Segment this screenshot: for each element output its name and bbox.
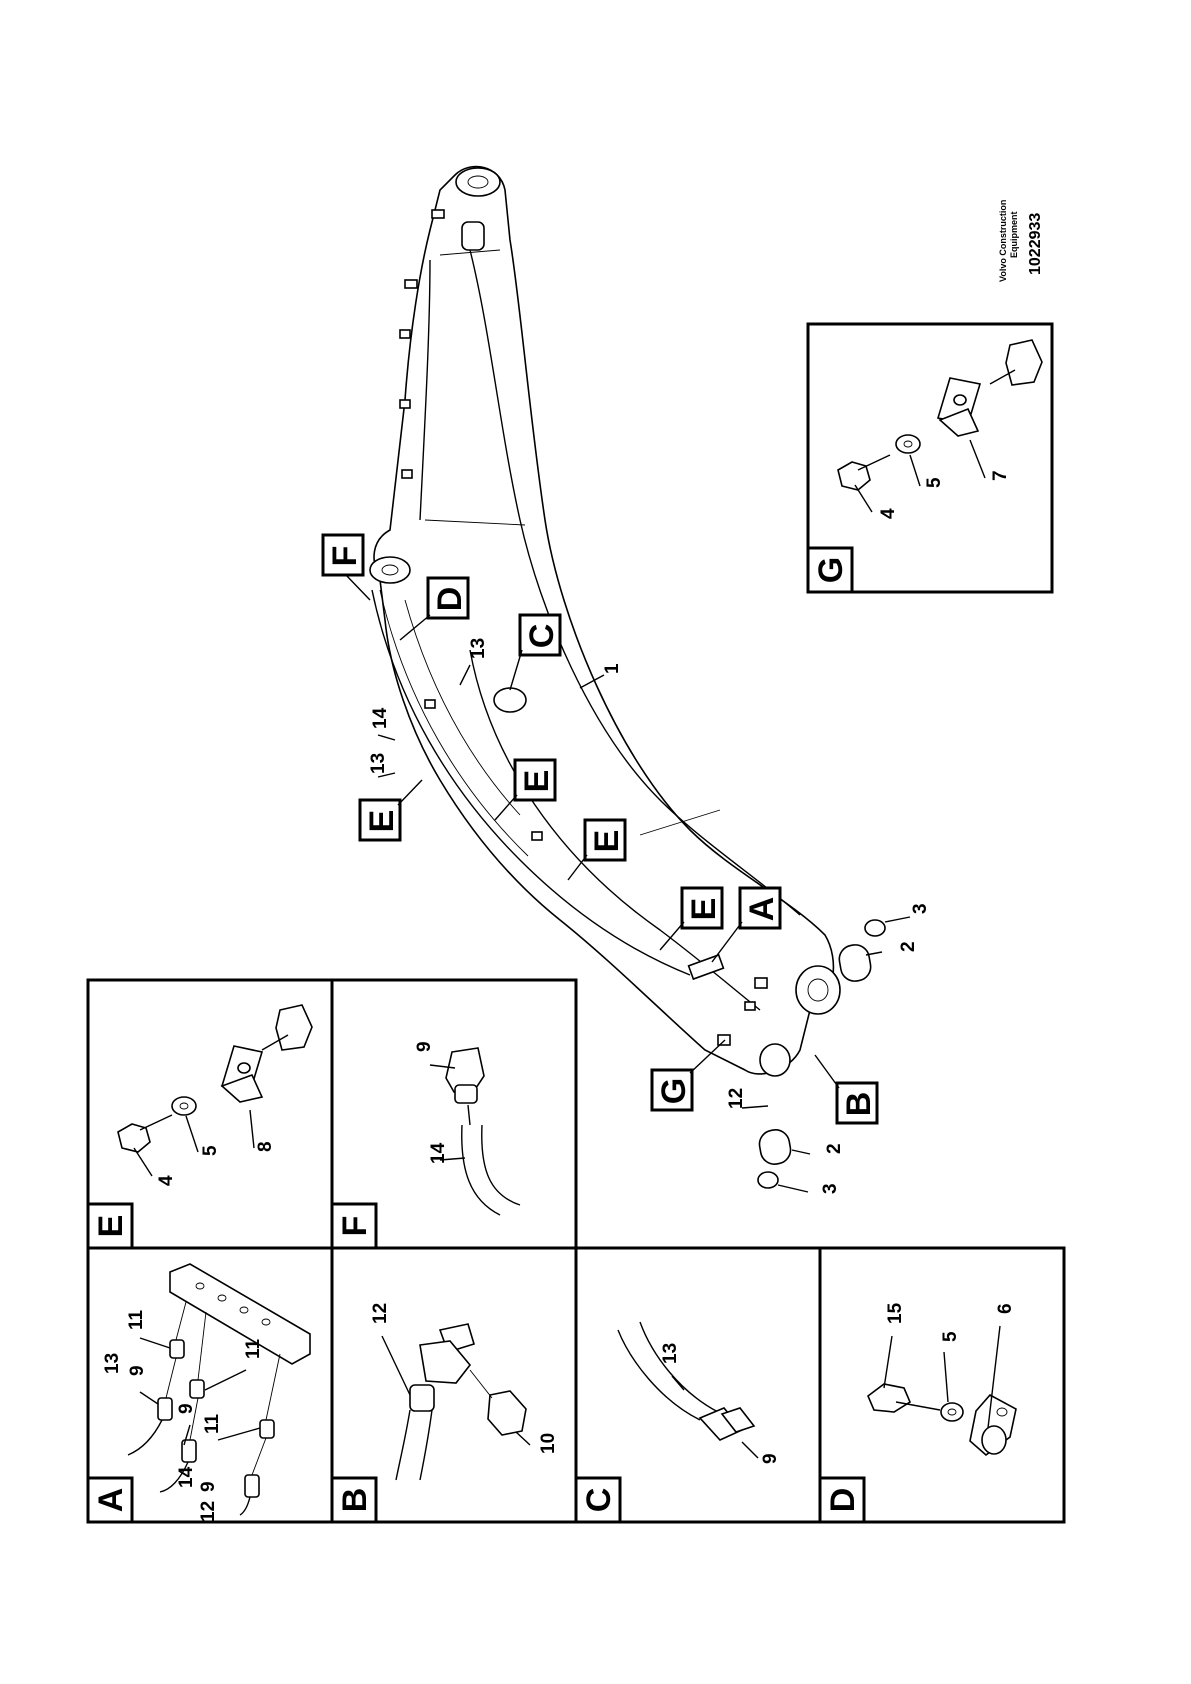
svg-text:C: C [523, 624, 561, 649]
bushing-upper [838, 919, 886, 982]
boom-illustration [369, 165, 841, 1077]
detail-panel-F: F 9 14 [330, 1041, 521, 1250]
callout-box-E3: E [567, 818, 627, 881]
svg-text:1: 1 [602, 663, 623, 674]
callout-box-E1: E [358, 779, 423, 842]
callout-box-E2: E [494, 758, 557, 821]
svg-text:E: E [363, 810, 401, 833]
svg-text:11: 11 [243, 1338, 264, 1359]
svg-text:D: D [431, 587, 469, 612]
main-callouts: F D C E E E E A G B [321, 533, 879, 1125]
svg-text:9: 9 [127, 1365, 148, 1376]
svg-text:12: 12 [198, 1501, 219, 1522]
callout-box-B: B [814, 1054, 879, 1125]
svg-text:5: 5 [924, 477, 945, 488]
caption: Volvo Construction Equipment 1022933 [998, 200, 1044, 282]
svg-text:2: 2 [824, 1143, 845, 1154]
svg-text:E: E [92, 1215, 130, 1238]
svg-text:D: D [824, 1488, 862, 1513]
callout-box-C: C [509, 613, 562, 691]
svg-text:A: A [743, 897, 781, 922]
detail-panel-E: E 4 5 8 [86, 1004, 313, 1250]
svg-text:2: 2 [898, 941, 919, 952]
svg-text:6: 6 [995, 1303, 1016, 1314]
main-part-numbers: 1 13 14 13 12 2 3 2 3 [368, 638, 931, 1194]
detail-panel-D: D 15 5 6 [818, 1302, 1017, 1524]
callout-box-F: F [321, 533, 371, 601]
svg-text:12: 12 [370, 1303, 391, 1324]
svg-text:14: 14 [370, 707, 391, 729]
svg-text:E: E [685, 898, 723, 921]
svg-text:9: 9 [198, 1481, 219, 1492]
svg-text:13: 13 [660, 1343, 681, 1364]
svg-text:11: 11 [202, 1413, 223, 1434]
svg-text:1022933: 1022933 [1027, 213, 1044, 275]
svg-text:7: 7 [990, 470, 1011, 481]
svg-text:15: 15 [885, 1302, 906, 1324]
svg-text:4: 4 [878, 508, 899, 519]
svg-text:Equipment: Equipment [1009, 211, 1019, 258]
detail-panel-C: C 13 9 [574, 1321, 781, 1524]
svg-text:C: C [580, 1488, 618, 1513]
svg-text:E: E [518, 770, 556, 793]
detail-panel-B: B 12 10 [330, 1303, 559, 1524]
svg-text:F: F [336, 1216, 374, 1237]
bushing-lower [757, 1129, 792, 1189]
svg-text:14: 14 [428, 1142, 449, 1164]
svg-text:A: A [92, 1488, 130, 1513]
svg-text:12: 12 [726, 1088, 747, 1109]
svg-text:8: 8 [255, 1141, 276, 1152]
svg-text:9: 9 [760, 1453, 781, 1464]
svg-text:F: F [326, 546, 364, 567]
svg-text:E: E [588, 830, 626, 853]
svg-text:13: 13 [468, 638, 489, 659]
svg-text:4: 4 [156, 1175, 177, 1186]
callout-box-E4: E [659, 886, 724, 951]
svg-text:9: 9 [176, 1403, 197, 1414]
detail-panel-A: A 11 13 9 11 9 11 9 [86, 1263, 311, 1524]
svg-text:11: 11 [126, 1309, 147, 1330]
svg-text:14: 14 [176, 1466, 197, 1488]
svg-text:G: G [812, 557, 850, 583]
svg-text:5: 5 [200, 1145, 221, 1156]
svg-text:3: 3 [910, 903, 931, 914]
svg-text:13: 13 [102, 1353, 123, 1374]
svg-text:3: 3 [820, 1183, 841, 1194]
svg-text:5: 5 [940, 1331, 961, 1342]
callout-box-A: A [711, 886, 782, 963]
svg-text:9: 9 [414, 1041, 435, 1052]
callout-box-G: G [650, 1039, 726, 1112]
svg-text:B: B [840, 1092, 878, 1117]
callout-box-D: D [399, 576, 470, 641]
svg-text:Volvo Construction: Volvo Construction [998, 200, 1008, 282]
svg-text:G: G [655, 1078, 693, 1104]
svg-text:B: B [336, 1488, 374, 1513]
detail-panel-G: G 4 5 7 [806, 322, 1054, 594]
svg-text:10: 10 [538, 1433, 559, 1454]
svg-text:13: 13 [368, 753, 389, 774]
